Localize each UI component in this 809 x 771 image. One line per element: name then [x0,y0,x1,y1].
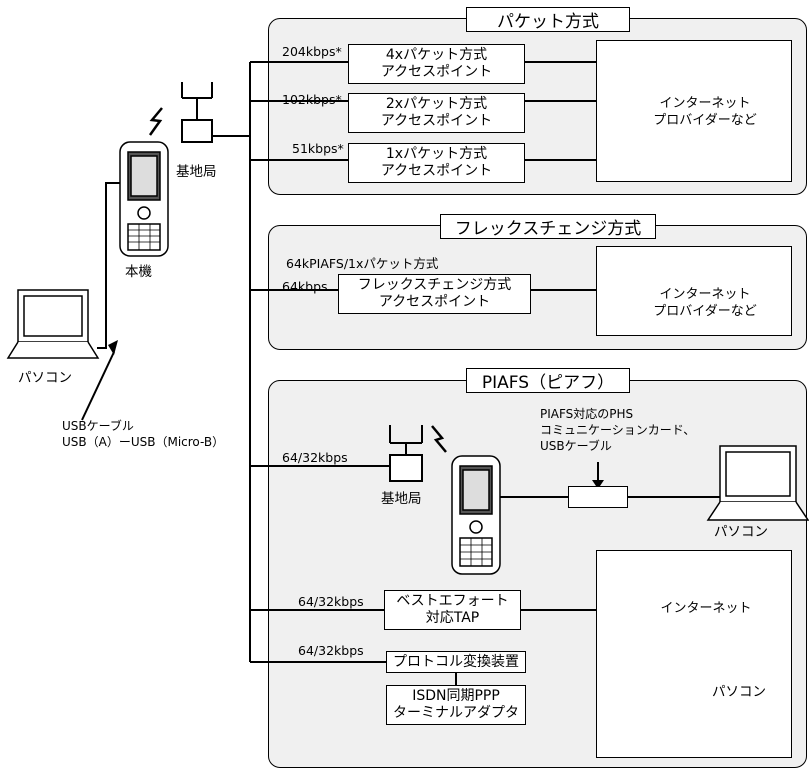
internet-text-piafs: インターネット [660,600,752,616]
piafs-speed-1: 64/32kbps [282,450,348,465]
piafs-pc-label: パソコン [714,524,768,540]
phs-card [568,486,628,508]
base-station-label: 基地局 [176,164,217,180]
provider-text-flex: インターネットプロバイダーなど [653,287,757,319]
internet-box-piafs [596,550,792,758]
provider-box-flex [596,246,792,336]
speed-102: 102kbps* [282,92,342,107]
piafs-title: PIAFS（ピアフ） [466,368,630,393]
piafs-pc2-label: パソコン [712,684,766,700]
card-note: PIAFS対応のPHS コミュニケーションカード、 USBケーブル [540,407,696,453]
access-point-1x: 1xパケット方式アクセスポイント [348,143,525,183]
flex-access-point: フレックスチェンジ方式アクセスポイント [338,274,531,314]
phone-icon-left [119,141,169,257]
phone-icon-right [451,455,501,575]
best-effort-tap: ベストエフォート対応TAP [384,590,521,630]
flex-title: フレックスチェンジ方式 [440,214,656,239]
phone-label: 本機 [125,264,152,280]
flex-note: 64kPIAFS/1xパケット方式 [286,256,439,271]
protocol-converter: プロトコル変換装置 [386,651,526,673]
speed-51: 51kbps* [292,141,344,156]
access-point-2x: 2xパケット方式アクセスポイント [348,93,525,133]
speed-204: 204kbps* [282,44,342,59]
laptop-icon-right [706,445,809,521]
provider-box-packet [596,40,792,182]
signal-icon [148,107,163,136]
flex-speed: 64kbps [282,279,328,294]
cable-label: USBケーブル USB（A）ーUSB（Micro-B） [62,419,225,449]
provider-text-packet: インターネットプロバイダーなど [653,96,757,128]
laptop-icon-left [6,289,100,359]
piafs-base-station-label: 基地局 [381,491,422,507]
piafs-speed-2: 64/32kbps [298,594,364,609]
access-point-4x: 4xパケット方式アクセスポイント [348,44,525,84]
signal-icon [431,425,447,453]
piafs-speed-3: 64/32kbps [298,643,364,658]
packet-title: パケット方式 [466,7,630,32]
pc-label: パソコン [18,370,72,386]
